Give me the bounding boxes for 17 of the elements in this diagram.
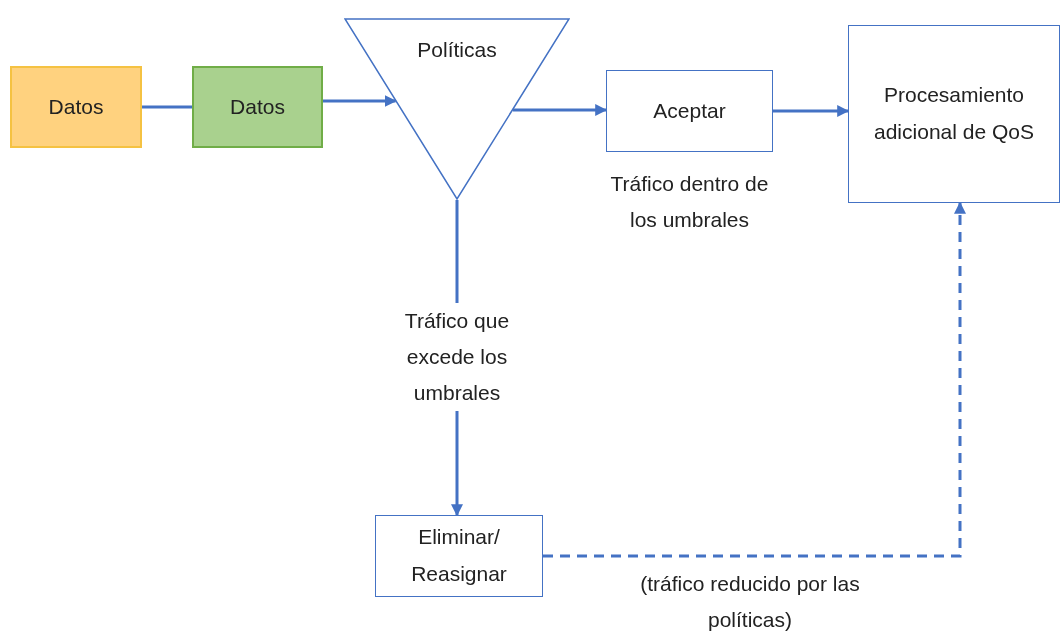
arrow bbox=[773, 105, 850, 117]
arrow bbox=[512, 104, 608, 116]
arrow bbox=[323, 95, 397, 107]
process-box bbox=[848, 25, 1060, 203]
dashed-arrow bbox=[543, 201, 966, 558]
data-box bbox=[192, 66, 323, 148]
process-box bbox=[606, 70, 773, 152]
policy-triangle bbox=[344, 18, 570, 200]
process-box bbox=[375, 515, 543, 597]
data-box bbox=[10, 66, 142, 148]
node-label: Procesamiento adicional de QoS bbox=[873, 82, 1035, 145]
node-label: Aceptar bbox=[653, 97, 726, 124]
node-label: Datos bbox=[48, 93, 104, 120]
node-label: Políticas bbox=[417, 37, 497, 63]
node-label: Eliminar/ Reasignar bbox=[410, 524, 508, 587]
connector-line bbox=[142, 105, 192, 109]
node-label: Datos bbox=[230, 93, 285, 120]
